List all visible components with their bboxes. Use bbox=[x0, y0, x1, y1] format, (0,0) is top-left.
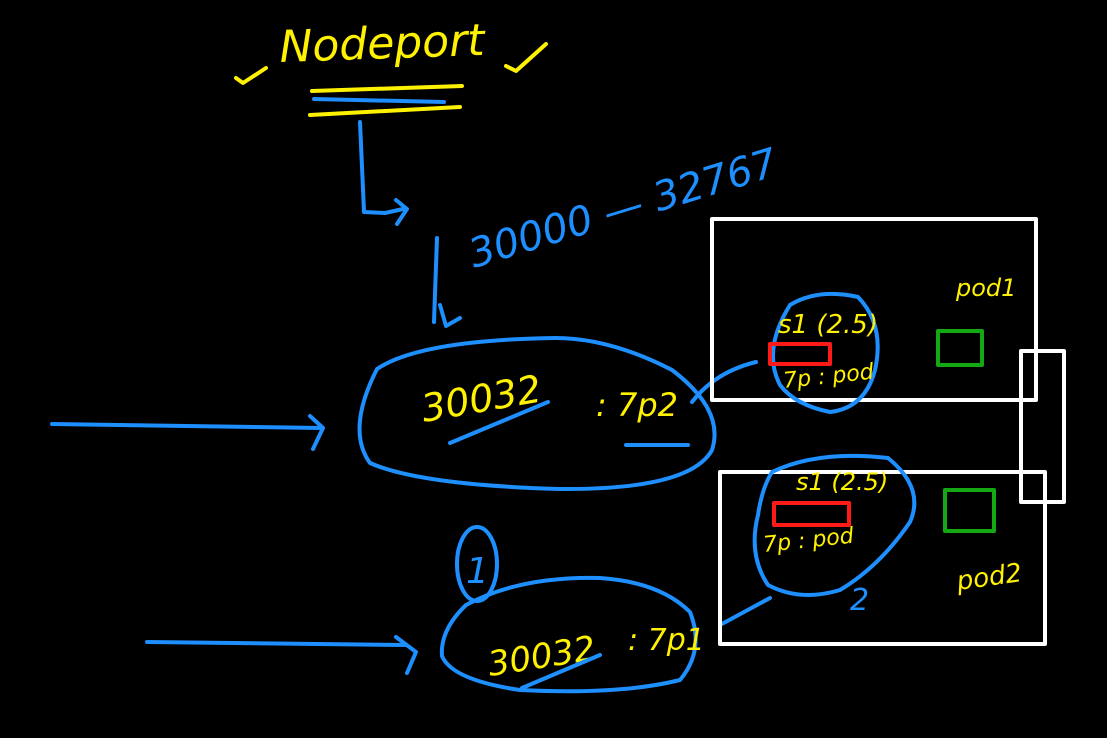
service-bottom: 30032 : 7p1 bbox=[439, 575, 705, 694]
service-top-port-underline bbox=[448, 400, 550, 445]
service-bottom-port-underline bbox=[520, 653, 602, 690]
node-1: s1 (2.5) 7p : pod pod1 bbox=[710, 217, 1038, 414]
node-2-label: pod2 bbox=[954, 558, 1024, 597]
node-2-container-label: s1 (2.5) bbox=[796, 468, 888, 496]
elbow-arrow bbox=[358, 120, 405, 215]
node-2-box bbox=[718, 470, 1047, 646]
title-underline-blue bbox=[312, 97, 446, 104]
node-2-green-square bbox=[943, 488, 996, 533]
node-2-pod-circle bbox=[752, 453, 917, 597]
node-1-container-box bbox=[768, 342, 832, 366]
title-underline-yellow-2 bbox=[308, 105, 462, 117]
down-arrow bbox=[432, 236, 439, 324]
elbow-arrow-head bbox=[394, 198, 409, 226]
marker-1: 1 bbox=[455, 525, 499, 603]
connector-bottom bbox=[718, 596, 772, 627]
check-mark-left bbox=[234, 66, 268, 85]
port-range-text: 30000 — 32767 bbox=[463, 140, 783, 278]
marker-2-text: 2 bbox=[850, 583, 869, 618]
node-1-container-label: s1 (2.5) bbox=[778, 310, 878, 340]
node-2-container-box bbox=[772, 501, 851, 527]
connector-top bbox=[690, 360, 758, 404]
service-top-target: : 7p2 bbox=[596, 386, 678, 424]
service-bottom-target: : 7p1 bbox=[628, 623, 705, 658]
service-top: 30032 : 7p2 bbox=[357, 336, 717, 492]
title-group: Nodeport bbox=[234, 15, 548, 117]
service-top-port: 30032 bbox=[418, 367, 545, 431]
node-2: s1 (2.5) 7p : pod pod2 2 bbox=[718, 453, 1047, 646]
title-flow-arrows bbox=[358, 120, 462, 328]
title-underline-yellow-1 bbox=[310, 84, 464, 93]
node-link-box bbox=[1019, 349, 1066, 504]
node-1-label: pod1 bbox=[955, 274, 1016, 302]
service-top-outline bbox=[357, 336, 717, 492]
node-2-sublabel: 7p : pod bbox=[762, 524, 856, 558]
incoming-arrow-bottom bbox=[145, 640, 407, 647]
check-mark-right bbox=[504, 42, 548, 73]
incoming-arrow-top-head bbox=[308, 414, 325, 451]
incoming-arrows bbox=[50, 414, 418, 675]
incoming-arrow-bottom-head bbox=[394, 635, 418, 675]
node-1-box bbox=[710, 217, 1038, 402]
service-bottom-port: 30032 bbox=[485, 628, 598, 684]
down-arrow-head bbox=[438, 303, 462, 328]
node-1-pod-circle bbox=[770, 291, 880, 414]
marker-1-text: 1 bbox=[466, 551, 489, 592]
node-1-green-square bbox=[936, 329, 984, 367]
service-bottom-outline bbox=[439, 575, 698, 694]
incoming-arrow-top bbox=[50, 422, 323, 430]
title-text: Nodeport bbox=[279, 15, 487, 73]
